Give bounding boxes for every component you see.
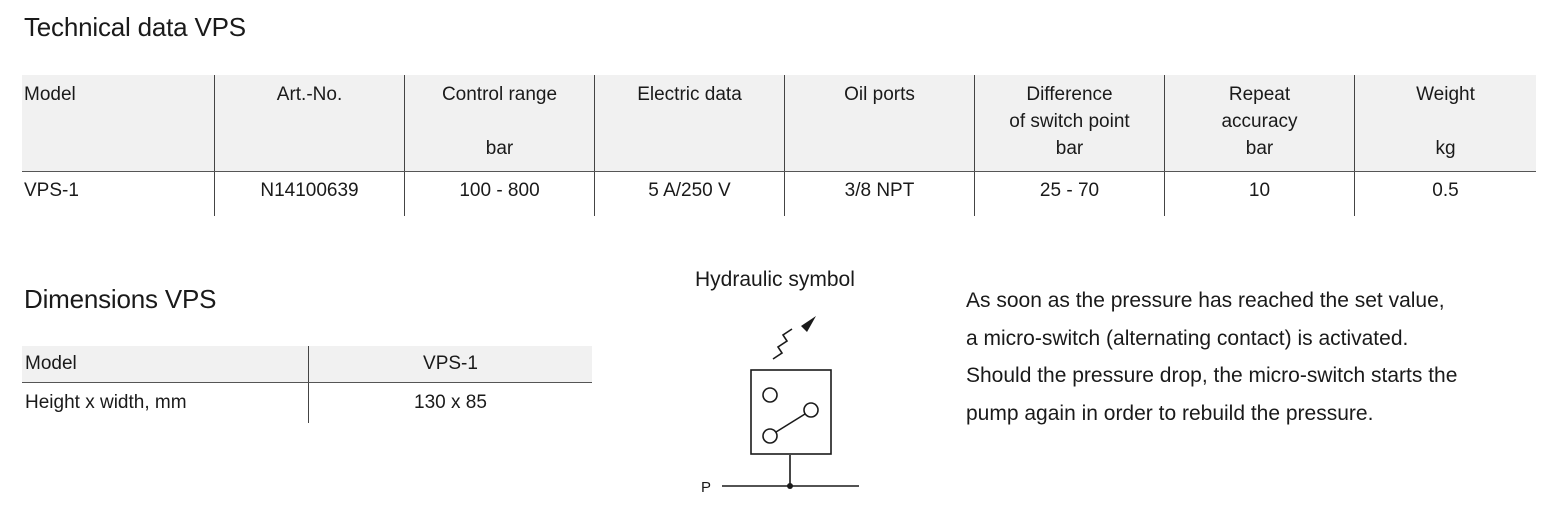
cell-model: VPS-1	[24, 180, 79, 201]
switch-box	[750, 369, 832, 455]
cell-oil-ports: 3/8 NPT	[784, 171, 975, 216]
port-label-p: P	[701, 479, 711, 496]
switch-lever	[775, 413, 806, 433]
table-row: VPS-1 N14100639 100 - 800 5 A/250 V 3/8 …	[22, 171, 1536, 216]
header-difference-unit: bar	[1055, 138, 1084, 159]
header-control-range-label: Control range	[441, 84, 558, 105]
description-line: pump again in order to rebuild the press…	[966, 401, 1374, 425]
hydraulic-symbol-title: Hydraulic symbol	[695, 268, 855, 291]
dim-header-vps1: VPS-1	[308, 346, 592, 383]
header-art-no-label: Art.-No.	[276, 84, 343, 105]
description-line: a micro-switch (alternating contact) is …	[966, 326, 1409, 350]
dim-header-model: Model	[22, 346, 309, 383]
header-difference: Difference of switch point bar	[974, 75, 1165, 172]
cell-difference: 25 - 70	[974, 171, 1165, 216]
header-repeat-unit: bar	[1245, 138, 1274, 159]
table-row: Height x width, mm 130 x 85	[22, 382, 592, 423]
header-oil-ports: Oil ports	[784, 75, 975, 172]
header-art-no: Art.-No.	[214, 75, 405, 172]
header-difference-line2: of switch point	[1009, 111, 1130, 132]
description-line: As soon as the pressure has reached the …	[966, 289, 1445, 312]
header-electric-data: Electric data	[594, 75, 785, 172]
header-control-range-unit: bar	[485, 138, 514, 159]
cell-electric-data: 5 A/250 V	[594, 171, 785, 216]
header-electric-data-label: Electric data	[637, 84, 742, 105]
cell-control-range: 100 - 800	[404, 171, 595, 216]
dim-cell-label: Height x width, mm	[25, 392, 187, 413]
header-repeat-line1: Repeat	[1228, 84, 1291, 105]
dimensions-header-row: Model VPS-1	[22, 346, 592, 383]
dimensions-table: Model VPS-1 Height x width, mm 130 x 85	[22, 346, 592, 423]
contact-circle	[762, 387, 778, 403]
adjustment-spring	[772, 328, 793, 360]
description-line: Should the pressure drop, the micro-swit…	[966, 364, 1458, 387]
dimensions-title: Dimensions VPS	[24, 284, 217, 314]
dim-cell-value: 130 x 85	[308, 382, 592, 423]
technical-header-row: Model Art.-No. Control range bar Electri…	[22, 75, 1536, 172]
header-model: Model	[22, 75, 215, 172]
junction-dot	[787, 483, 793, 489]
adjustable-arrow-icon	[801, 316, 816, 332]
cell-weight: 0.5	[1354, 171, 1536, 216]
cell-repeat-accuracy: 10	[1164, 171, 1355, 216]
header-difference-line1: Difference	[1026, 84, 1113, 105]
header-weight-unit: kg	[1435, 138, 1456, 159]
header-weight: Weight kg	[1354, 75, 1536, 172]
header-repeat-line2: accuracy	[1221, 111, 1298, 132]
header-model-label: Model	[24, 84, 76, 105]
header-repeat-accuracy: Repeat accuracy bar	[1164, 75, 1355, 172]
hydraulic-symbol-diagram: P	[701, 316, 859, 496]
header-control-range: Control range bar	[404, 75, 595, 172]
contact-circle	[762, 428, 778, 444]
technical-data-table: Model Art.-No. Control range bar Electri…	[22, 75, 1536, 216]
cell-art-no: N14100639	[214, 171, 405, 216]
contact-circle	[803, 402, 819, 418]
header-oil-ports-label: Oil ports	[844, 84, 915, 105]
technical-data-title: Technical data VPS	[24, 12, 246, 42]
description-text: As soon as the pressure has reached the …	[966, 282, 1526, 432]
header-weight-label: Weight	[1416, 84, 1475, 105]
